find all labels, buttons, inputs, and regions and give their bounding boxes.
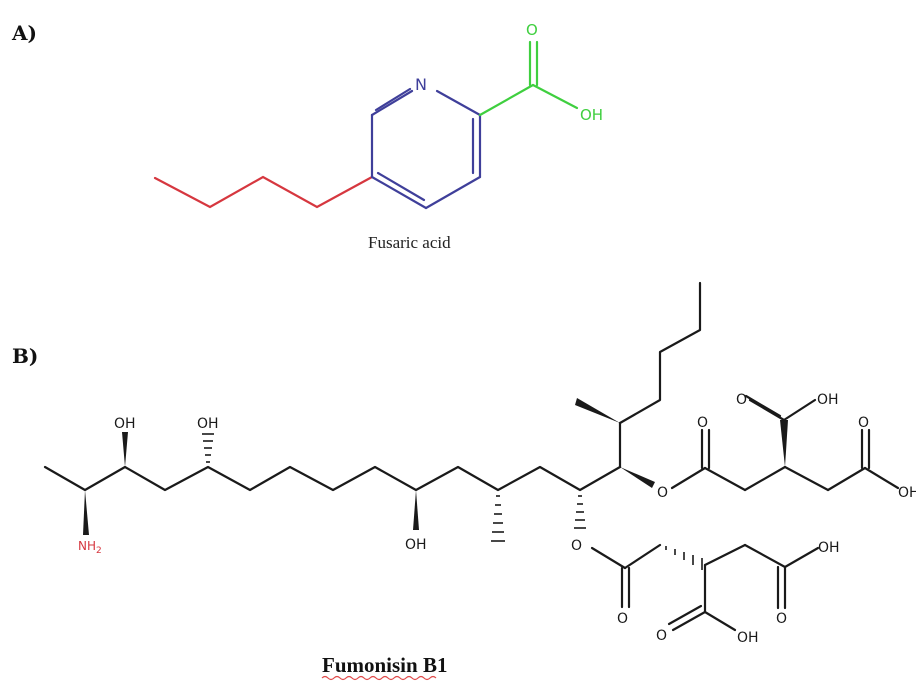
fumonisin-b1-caption: Fumonisin B1	[322, 653, 447, 677]
upper-carbonyl-o3: O	[858, 415, 869, 431]
spellcheck-underline	[321, 675, 437, 681]
lower-ester-group	[590, 543, 820, 632]
nitrogen-atom: N	[415, 75, 427, 94]
carbonyl-oxygen: O	[526, 21, 538, 39]
ester-hash-c14	[574, 495, 586, 529]
lower-carbonyl-o3: O	[776, 611, 787, 627]
fusaric-acid-caption: Fusaric acid	[368, 233, 451, 252]
ester-wedge-c15	[620, 467, 655, 488]
methyl-wedge-c16	[575, 398, 620, 423]
fumonisin-b1-structure: NH2 OH OH OH	[43, 281, 916, 646]
panel-a-label: A)	[11, 21, 37, 45]
oh-wedge-c3	[122, 432, 128, 467]
ester-oxygen-lower: O	[571, 538, 582, 554]
upper-ester-group	[670, 394, 900, 492]
oh-hash-c5	[202, 433, 214, 463]
hydroxyl-c10: OH	[405, 537, 427, 553]
pentyl-chain	[618, 281, 702, 425]
butyl-chain	[153, 175, 374, 209]
lower-carbonyl-o1: O	[617, 611, 628, 627]
oh-wedge-c10	[413, 490, 419, 530]
carboxyl-group	[478, 40, 579, 117]
upper-carbonyl-o1: O	[697, 415, 708, 431]
amine-wedge	[83, 490, 89, 535]
backbone-chain	[43, 465, 622, 492]
hydroxyl-oh: OH	[580, 106, 603, 124]
lower-hydroxyl-1: OH	[737, 630, 759, 646]
upper-carbonyl-o2: O	[736, 392, 747, 408]
methyl-hash-c12	[491, 495, 505, 542]
upper-hydroxyl-2: OH	[898, 485, 916, 501]
ester-oxygen-upper: O	[657, 485, 668, 501]
lower-hydroxyl-2: OH	[818, 540, 840, 556]
pyridine-ring	[370, 87, 482, 210]
lower-carbonyl-o2: O	[656, 628, 667, 644]
panel-b-label: B)	[12, 344, 38, 368]
hydroxyl-c3: OH	[114, 416, 136, 432]
hydroxyl-c5: OH	[197, 416, 219, 432]
upper-hydroxyl-1: OH	[817, 392, 839, 408]
amine-label: NH2	[78, 539, 102, 556]
fusaric-acid-structure: N O OH	[153, 21, 603, 210]
